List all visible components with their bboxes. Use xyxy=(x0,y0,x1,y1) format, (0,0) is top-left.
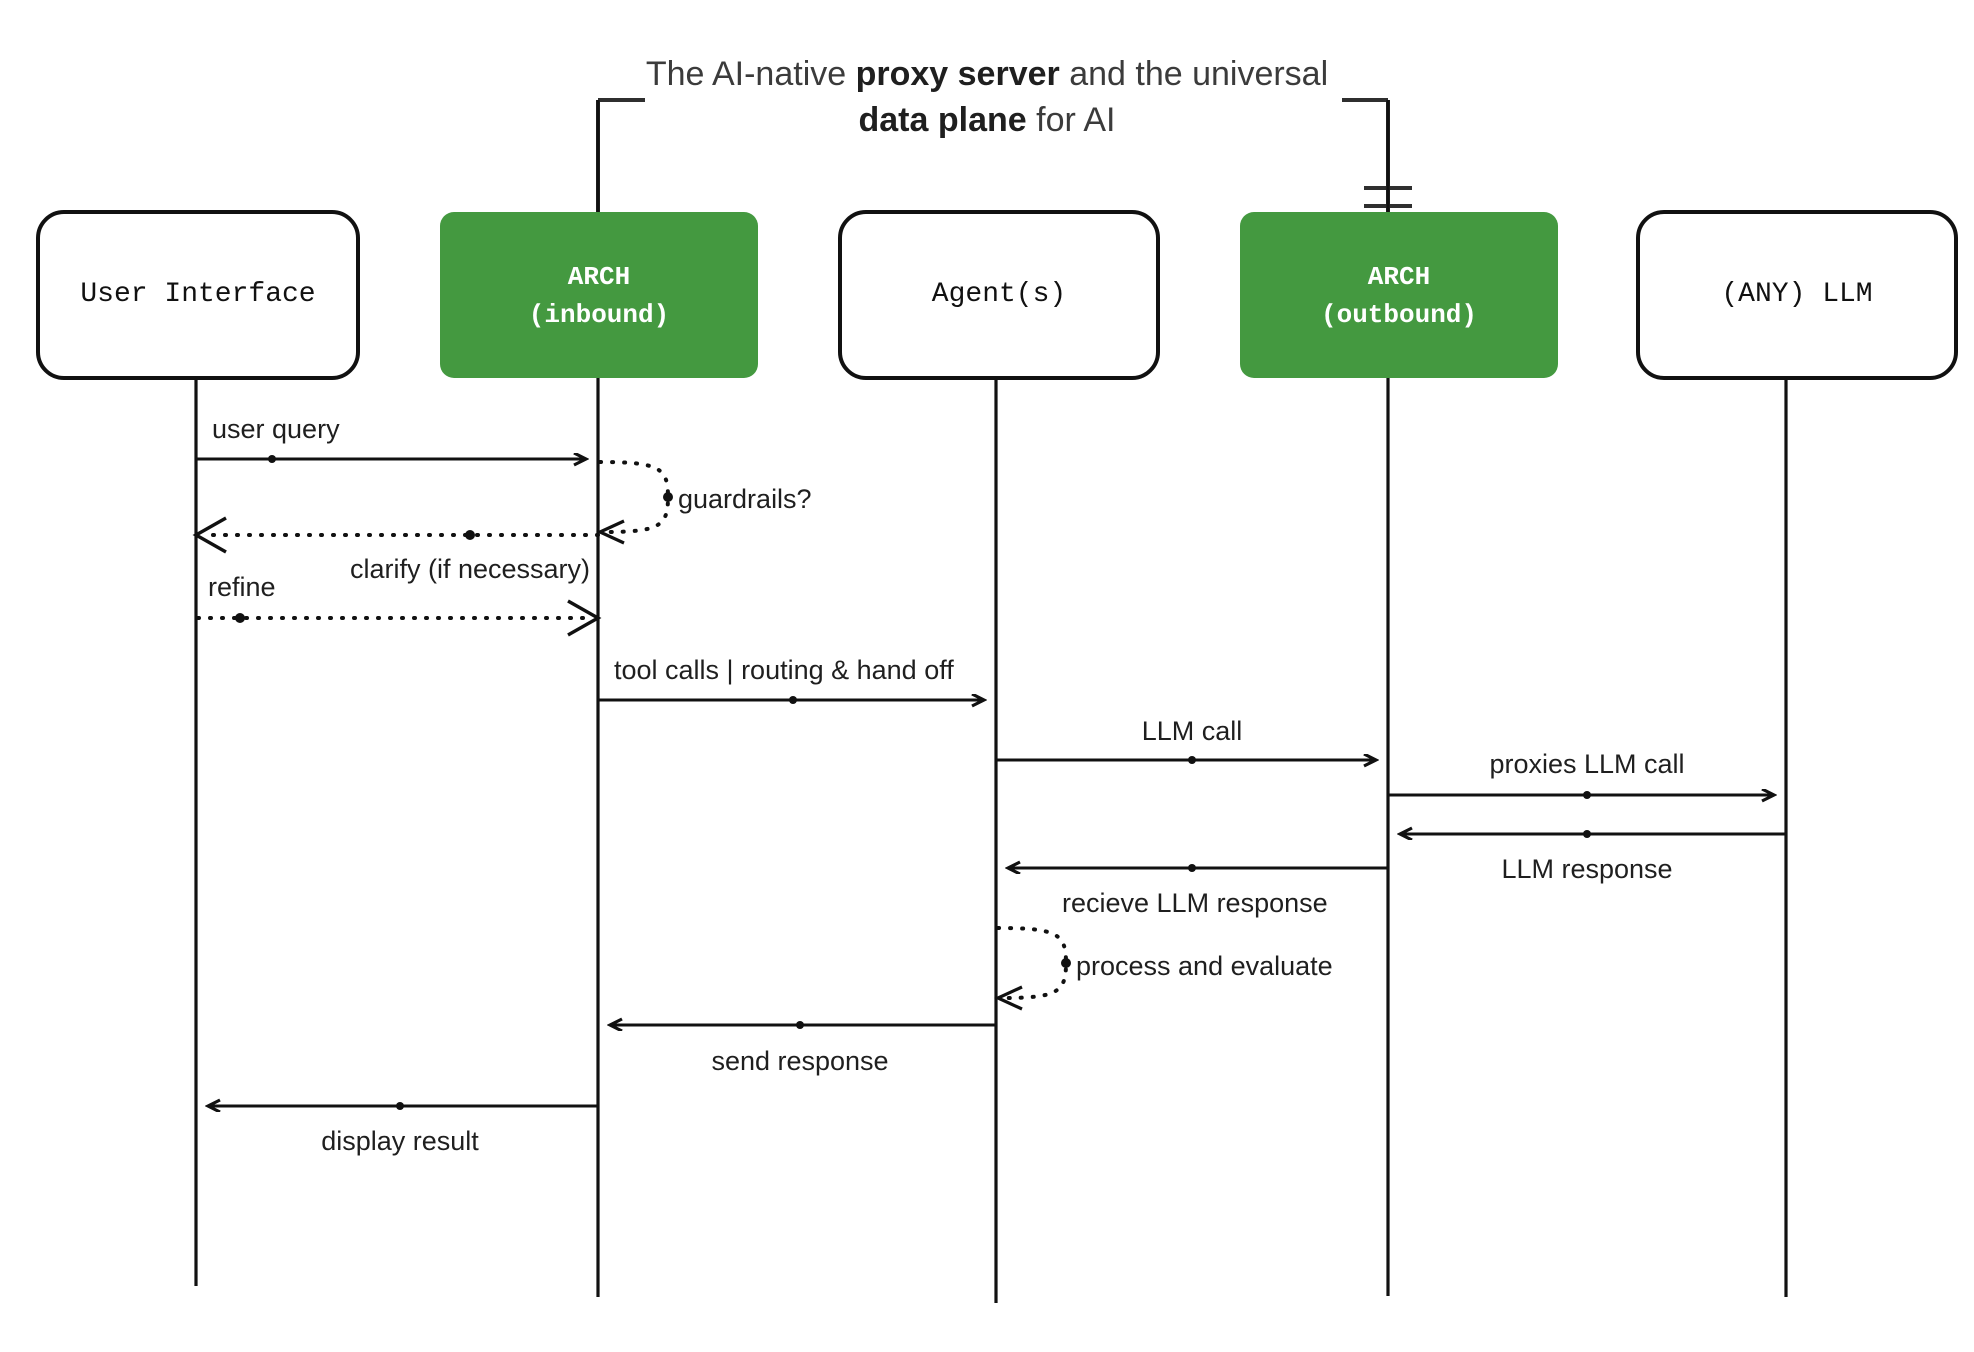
message-midpoint-dot xyxy=(796,1021,804,1029)
message-label: tool calls | routing & hand off xyxy=(614,655,954,685)
message-clarify[interactable]: clarify (if necessary) xyxy=(192,516,600,584)
title-part-3: data plane xyxy=(859,101,1027,139)
message-midpoint-dot xyxy=(268,455,276,463)
participant-label: User Interface xyxy=(80,279,315,310)
message-label: refine xyxy=(208,572,276,602)
participant-label: ARCH xyxy=(1368,262,1430,292)
message-label: user query xyxy=(212,414,340,444)
message-midpoint-dot xyxy=(789,696,797,704)
message-llm-response[interactable]: LLM response xyxy=(1400,830,1786,884)
message-midpoint-dot xyxy=(1583,791,1591,799)
message-arrowhead xyxy=(567,599,602,637)
participant-arch-outbound[interactable]: ARCH (outbound) xyxy=(1240,212,1558,378)
message-label: guardrails? xyxy=(678,484,812,514)
message-label: LLM call xyxy=(1142,716,1243,746)
diagram-title: The AI-native proxy server and the unive… xyxy=(646,55,1328,139)
message-display-result[interactable]: display result xyxy=(208,1102,598,1156)
participant-label: Agent(s) xyxy=(932,279,1066,310)
message-midpoint-dot xyxy=(396,1102,404,1110)
participant-any-llm[interactable]: (ANY) LLM xyxy=(1636,210,1958,380)
participant-arch-inbound[interactable]: ARCH (inbound) xyxy=(440,212,758,378)
participant-label-line2: (inbound) xyxy=(529,300,669,330)
message-proxies-llm-call[interactable]: proxies LLM call xyxy=(1388,749,1774,799)
message-label: LLM response xyxy=(1501,854,1672,884)
participant-user-interface[interactable]: User Interface xyxy=(36,210,360,380)
participant-agents[interactable]: Agent(s) xyxy=(838,210,1160,380)
message-midpoint-dot xyxy=(1188,864,1196,872)
participant-box[interactable] xyxy=(1240,212,1558,378)
participant-label: (ANY) LLM xyxy=(1721,279,1872,310)
message-recieve-llm-response[interactable]: recieve LLM response xyxy=(1008,864,1388,918)
svg-text:data plane for AI: data plane for AI xyxy=(859,101,1116,139)
message-process-and-evaluate[interactable]: process and evaluate xyxy=(994,926,1333,1011)
message-midpoint-dot xyxy=(1061,958,1071,968)
title-part-1: proxy server xyxy=(856,55,1060,93)
message-label: clarify (if necessary) xyxy=(350,554,590,584)
svg-text:The AI-native proxy server and: The AI-native proxy server and the unive… xyxy=(646,55,1328,93)
title-part-4: for AI xyxy=(1027,101,1116,139)
message-guardrails[interactable]: guardrails? xyxy=(596,460,812,545)
message-label: proxies LLM call xyxy=(1489,749,1684,779)
message-label: display result xyxy=(321,1126,479,1156)
participant-box[interactable] xyxy=(440,212,758,378)
title-part-2: and the universal xyxy=(1060,55,1328,93)
participant-box[interactable] xyxy=(36,210,360,380)
self-loop-arrowhead xyxy=(596,519,625,545)
participant-label-line2: (outbound) xyxy=(1321,300,1477,330)
message-midpoint-dot xyxy=(465,530,475,540)
message-user-query[interactable]: user query xyxy=(196,414,586,463)
title-part-0: The AI-native xyxy=(646,55,856,93)
message-midpoint-dot xyxy=(1188,756,1196,764)
message-send-response[interactable]: send response xyxy=(610,1021,996,1076)
message-llm-call[interactable]: LLM call xyxy=(996,716,1376,764)
message-refine[interactable]: refine xyxy=(196,572,602,637)
message-midpoint-dot xyxy=(663,492,673,502)
message-arrowhead xyxy=(192,516,227,554)
message-label: recieve LLM response xyxy=(1062,888,1328,918)
message-tool-calls[interactable]: tool calls | routing & hand off xyxy=(598,655,984,704)
participant-box[interactable] xyxy=(838,210,1160,380)
participant-label: ARCH xyxy=(568,262,630,292)
message-midpoint-dot xyxy=(235,613,245,623)
self-loop-arrowhead xyxy=(994,985,1023,1011)
self-loop-arrow xyxy=(598,460,671,534)
self-loop-arrow xyxy=(996,926,1069,1000)
message-midpoint-dot xyxy=(1583,830,1591,838)
message-label: send response xyxy=(711,1046,888,1076)
message-label: process and evaluate xyxy=(1076,951,1333,981)
participant-box[interactable] xyxy=(1636,210,1958,380)
